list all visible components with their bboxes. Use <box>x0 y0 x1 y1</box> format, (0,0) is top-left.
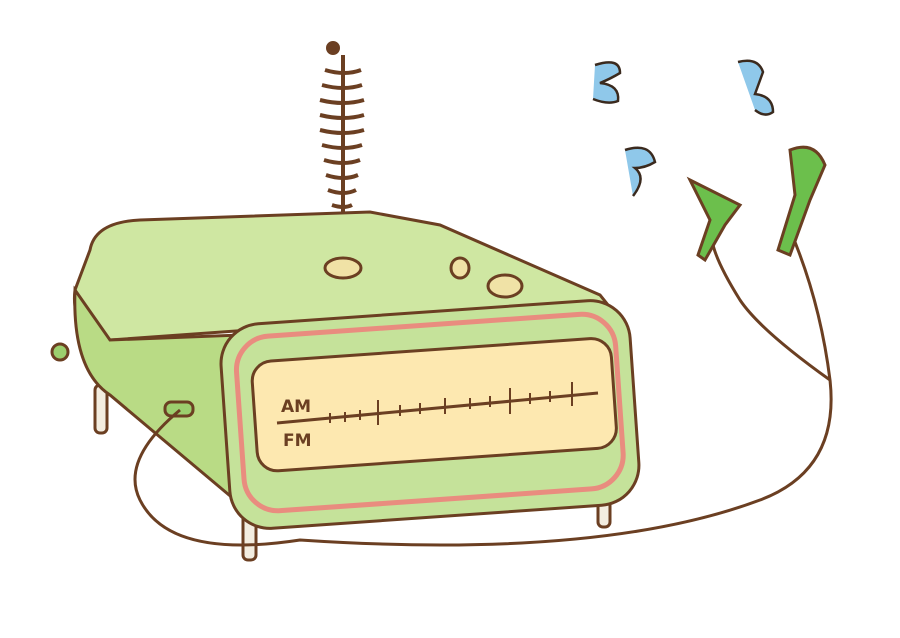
tuning-scale <box>276 382 599 425</box>
fm-label: FM <box>283 431 312 451</box>
dial-window <box>250 337 618 473</box>
earbuds <box>686 145 827 263</box>
am-label: AM <box>281 397 311 417</box>
music-notes <box>592 59 775 197</box>
headphone-cable <box>133 229 833 547</box>
knobs <box>50 256 524 418</box>
